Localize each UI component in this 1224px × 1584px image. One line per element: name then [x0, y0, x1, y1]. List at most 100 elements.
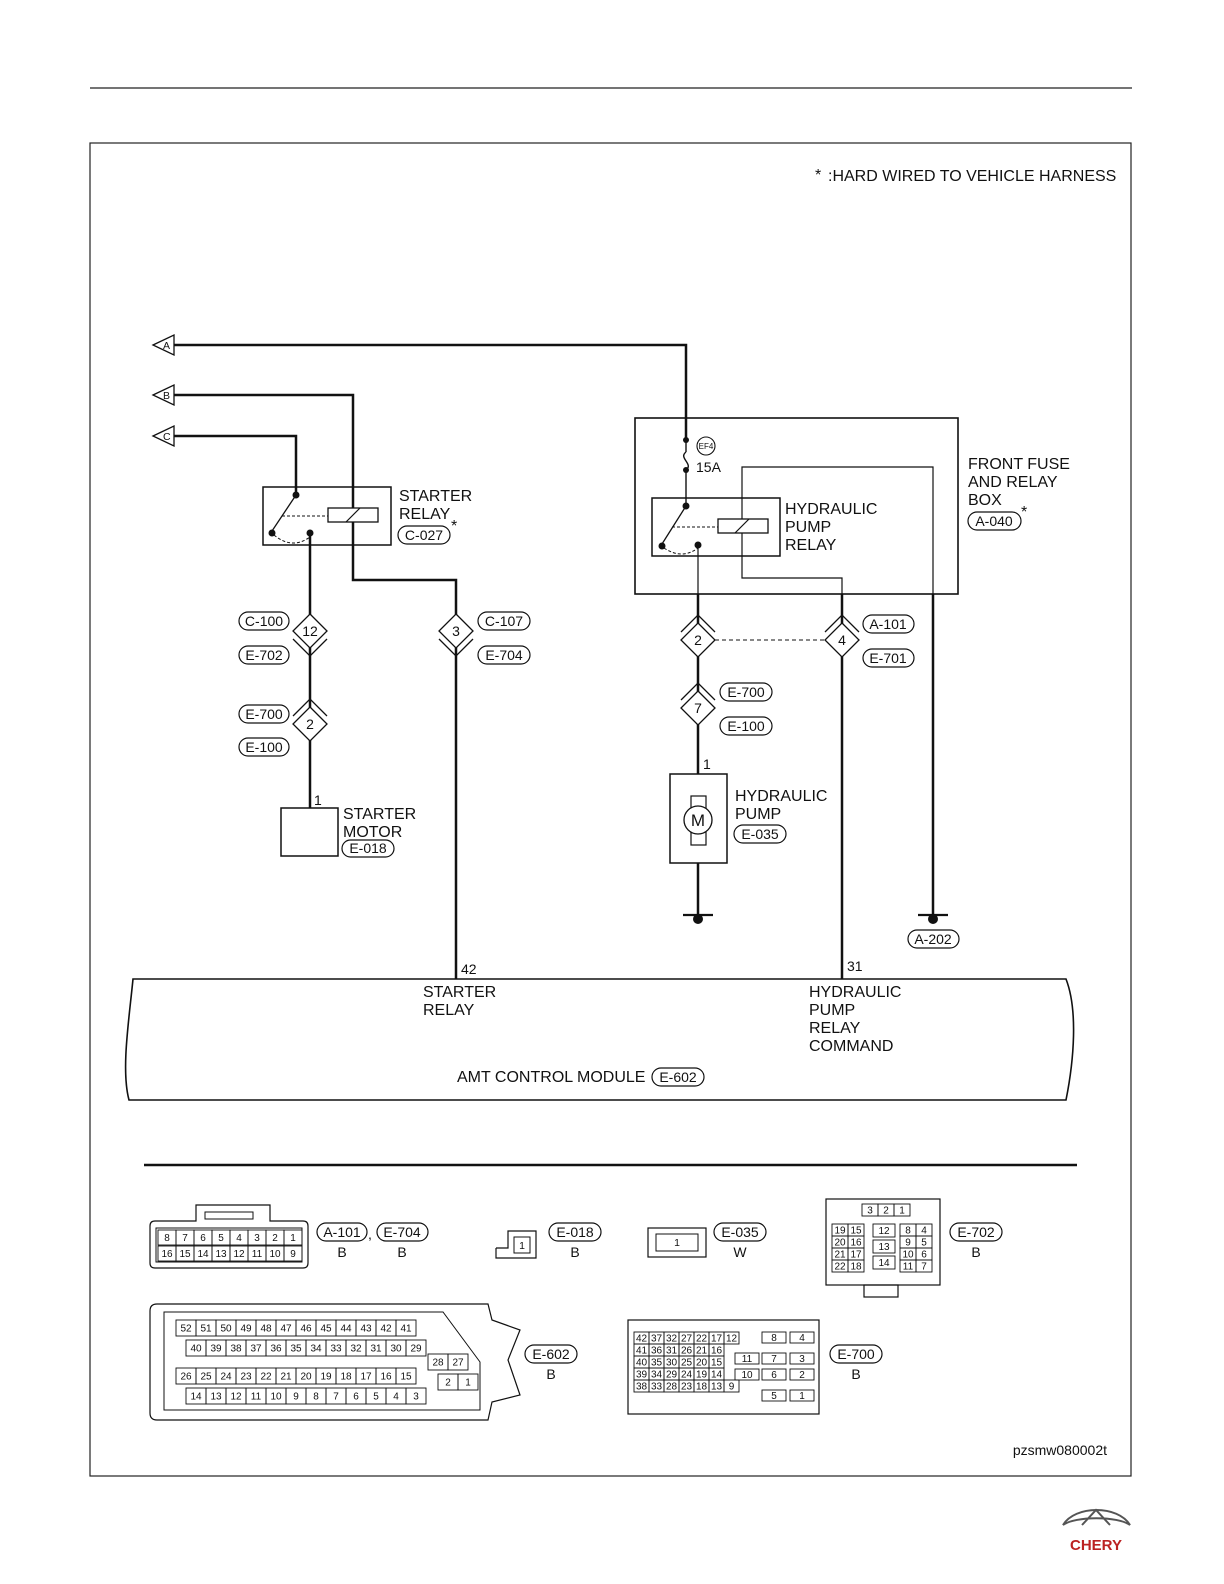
pin-cell: 15 — [175, 1245, 195, 1262]
connector-e700-left: 2 — [292, 698, 328, 742]
pin-cell: 10 — [265, 1245, 285, 1262]
svg-text:26: 26 — [180, 1372, 192, 1383]
pin-cell: 24 — [678, 1367, 695, 1381]
pin-cell: 17 — [847, 1247, 865, 1261]
svg-text:10: 10 — [902, 1250, 914, 1261]
pin-cell: 20 — [831, 1235, 849, 1249]
pin-cell: 39 — [205, 1339, 227, 1357]
svg-text:1: 1 — [674, 1237, 680, 1249]
e704-code: E-704 — [485, 647, 523, 663]
pin-cell: 34 — [648, 1367, 665, 1381]
module-starter-label-1: STARTER — [423, 984, 496, 1001]
e700b-code: E-700 — [727, 684, 765, 700]
pin-cell: 2 — [789, 1368, 815, 1381]
svg-text:15: 15 — [400, 1372, 412, 1383]
starter-motor-pin: 1 — [314, 792, 322, 808]
svg-text:13: 13 — [878, 1242, 890, 1253]
fuse-box-title-1: FRONT FUSE — [968, 456, 1070, 473]
legend-e018-color: B — [570, 1244, 579, 1260]
e100a-code: E-100 — [245, 739, 283, 755]
svg-text:10: 10 — [741, 1370, 753, 1381]
svg-text:7: 7 — [182, 1233, 188, 1244]
pin-cell: 7 — [915, 1259, 933, 1273]
module-pump-label-2: PUMP — [809, 1002, 855, 1019]
legend-e602-code: E-602 — [532, 1346, 570, 1362]
svg-text:28: 28 — [432, 1358, 444, 1369]
diagram-frame — [89, 142, 1132, 1477]
module-pin-42: 42 — [461, 961, 477, 977]
legend-e018-oval — [548, 1222, 602, 1242]
fuse-box-star: * — [1021, 504, 1027, 521]
svg-text:45: 45 — [320, 1324, 332, 1335]
svg-text:15A: 15A — [696, 459, 722, 475]
starter-relay-title-1: STARTER — [399, 488, 472, 505]
starter-relay — [262, 486, 392, 546]
pin-cell: 27 — [447, 1353, 469, 1371]
svg-text:11: 11 — [742, 1354, 753, 1365]
e702-code: E-702 — [245, 647, 283, 663]
pin-cell: 46 — [295, 1319, 317, 1337]
svg-text:2: 2 — [272, 1233, 278, 1244]
ground-code-oval — [907, 929, 960, 949]
pin-cell: 52 — [175, 1319, 197, 1337]
svg-text:34: 34 — [310, 1344, 322, 1355]
pin-cell: 17 — [355, 1367, 377, 1385]
svg-text:20: 20 — [696, 1358, 708, 1369]
pin-cell: 17 — [708, 1331, 725, 1345]
pump-title-1: HYDRAULIC — [735, 788, 827, 805]
pin-cell: 12 — [723, 1331, 740, 1345]
svg-text:29: 29 — [666, 1370, 678, 1381]
svg-text:2: 2 — [799, 1370, 805, 1381]
pin-cell: 9 — [899, 1235, 917, 1249]
pin-cell: 5 — [211, 1229, 231, 1246]
input-b: B — [151, 383, 458, 620]
svg-text:1: 1 — [290, 1233, 296, 1244]
svg-text:27: 27 — [681, 1334, 693, 1345]
svg-text:M: M — [691, 811, 705, 830]
pin-cell: 10 — [899, 1247, 917, 1261]
legend-e704-code: E-704 — [383, 1224, 421, 1240]
input-c: C — [151, 424, 298, 492]
pin-cell: 8 — [157, 1229, 177, 1246]
legend-a101-color: B — [337, 1244, 346, 1260]
e100b-code: E-100 — [727, 718, 765, 734]
connector-c100: 12 — [292, 613, 328, 657]
svg-text:38: 38 — [230, 1344, 242, 1355]
pin-cell: 31 — [663, 1343, 680, 1357]
svg-text:34: 34 — [651, 1370, 663, 1381]
pin-cell: 28 — [663, 1379, 680, 1393]
svg-text:32: 32 — [666, 1334, 678, 1345]
svg-text:3: 3 — [799, 1354, 805, 1365]
a101-code: A-101 — [869, 616, 907, 632]
pin-cell: 7 — [761, 1352, 787, 1365]
pin-cell: 13 — [872, 1239, 896, 1254]
pin-cell: 19 — [693, 1367, 710, 1381]
starter-motor-title-1: STARTER — [343, 806, 416, 823]
pin-cell: 38 — [225, 1339, 247, 1357]
pin-cell: 2 — [877, 1203, 895, 1217]
svg-text:19: 19 — [320, 1372, 332, 1383]
svg-text:40: 40 — [636, 1358, 648, 1369]
legend-e704-color: B — [397, 1244, 406, 1260]
pin-cell: 4 — [229, 1229, 249, 1246]
pin-cell: 47 — [275, 1319, 297, 1337]
pump-code: E-035 — [741, 826, 779, 842]
svg-text:7: 7 — [921, 1262, 927, 1273]
pin-cell: 36 — [265, 1339, 287, 1357]
pin-cell: 13 — [708, 1379, 725, 1393]
pin-cell: 16 — [708, 1343, 725, 1357]
pin-cell: 15 — [395, 1367, 417, 1385]
pin-cell: 29 — [663, 1367, 680, 1381]
pin-cell: 1 — [893, 1203, 911, 1217]
legend-e018-face: 1 — [495, 1230, 537, 1259]
svg-text:16: 16 — [850, 1238, 862, 1249]
pin-cell: 9 — [283, 1245, 303, 1262]
pin-cell: 40 — [185, 1339, 207, 1357]
module-pump-label-4: COMMAND — [809, 1038, 893, 1055]
pin-cell: 22 — [831, 1259, 849, 1273]
svg-text:37: 37 — [250, 1344, 262, 1355]
